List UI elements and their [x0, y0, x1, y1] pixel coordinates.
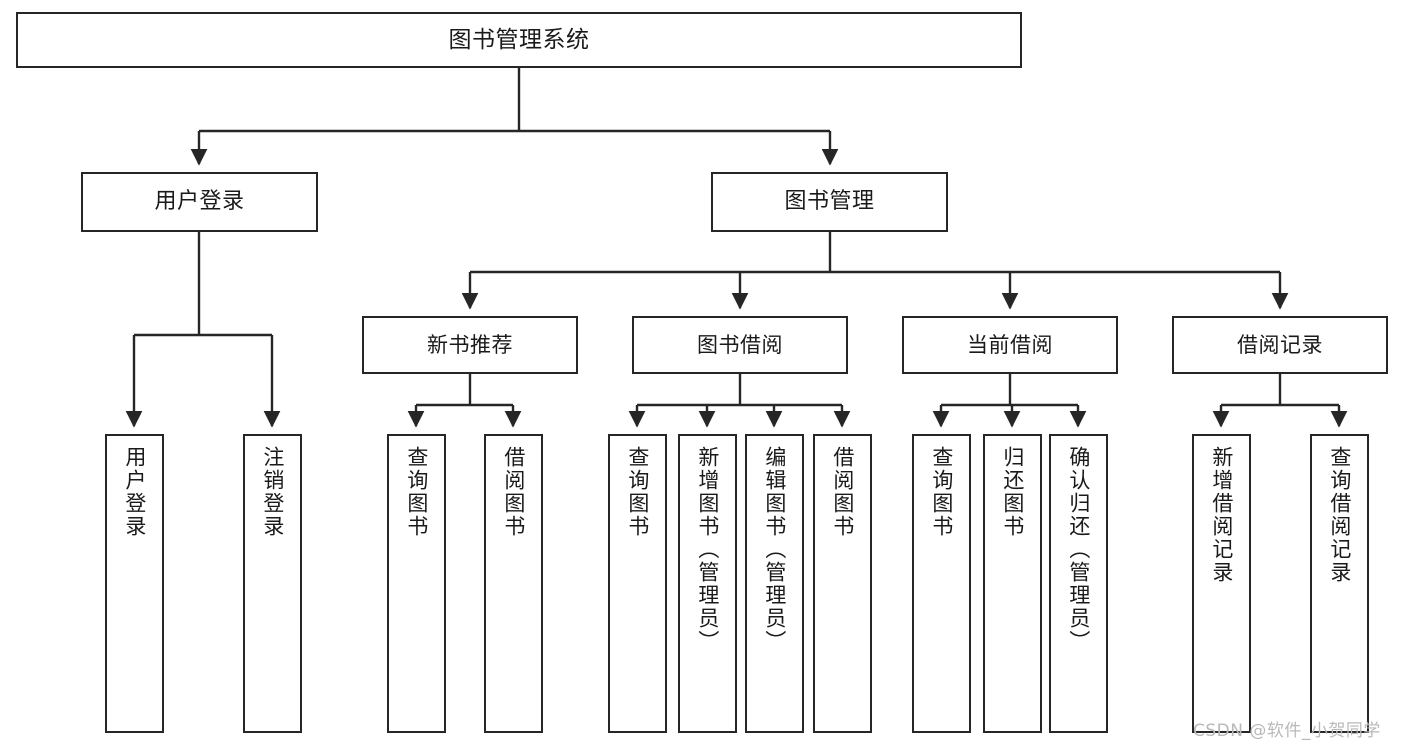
node-user-login-label: 用户登录 — [154, 189, 245, 215]
node-leaf-query-borrow-record[interactable]: 查询借阅记录 — [1310, 434, 1369, 733]
node-leaf-label: 查询图书 — [929, 446, 954, 538]
node-current-borrow-label: 当前借阅 — [967, 332, 1053, 357]
node-leaf-borrow-book[interactable]: 借阅图书 — [813, 434, 872, 733]
node-leaf-borrow-book-newbook[interactable]: 借阅图书 — [484, 434, 543, 733]
node-leaf-label: 借阅图书 — [501, 446, 526, 538]
node-leaf-label: 用户登录 — [122, 446, 147, 538]
node-leaf-label: 编辑图书（管理员） — [762, 446, 787, 653]
node-leaf-return-book[interactable]: 归还图书 — [983, 434, 1042, 733]
node-leaf-query-book-current[interactable]: 查询图书 — [912, 434, 971, 733]
node-leaf-add-book-admin[interactable]: 新增图书（管理员） — [678, 434, 737, 733]
node-root[interactable]: 图书管理系统 — [16, 12, 1022, 68]
node-leaf-label: 注销登录 — [260, 446, 285, 538]
node-leaf-query-book-newbook[interactable]: 查询图书 — [387, 434, 446, 733]
node-leaf-label: 新增借阅记录 — [1209, 446, 1234, 584]
watermark: CSDN @软件_小贺同学 — [1193, 721, 1381, 741]
node-leaf-label: 归还图书 — [1000, 446, 1025, 538]
node-book-management-label: 图书管理 — [784, 189, 875, 215]
node-leaf-label: 借阅图书 — [830, 446, 855, 538]
node-leaf-add-borrow-record[interactable]: 新增借阅记录 — [1192, 434, 1251, 733]
node-book-borrow-label: 图书借阅 — [697, 332, 783, 357]
node-leaf-label: 查询图书 — [404, 446, 429, 538]
node-book-borrow[interactable]: 图书借阅 — [632, 316, 848, 374]
node-leaf-edit-book-admin[interactable]: 编辑图书（管理员） — [745, 434, 804, 733]
node-leaf-confirm-return-admin[interactable]: 确认归还（管理员） — [1049, 434, 1108, 733]
node-borrow-record[interactable]: 借阅记录 — [1172, 316, 1388, 374]
node-leaf-label: 查询借阅记录 — [1327, 446, 1352, 584]
node-root-label: 图书管理系统 — [448, 26, 590, 53]
node-book-management[interactable]: 图书管理 — [711, 172, 948, 232]
node-leaf-label: 查询图书 — [625, 446, 650, 538]
node-borrow-record-label: 借阅记录 — [1237, 332, 1323, 357]
node-leaf-query-book-borrow[interactable]: 查询图书 — [608, 434, 667, 733]
node-leaf-logout[interactable]: 注销登录 — [243, 434, 302, 733]
node-leaf-user-login[interactable]: 用户登录 — [105, 434, 164, 733]
node-user-login[interactable]: 用户登录 — [81, 172, 318, 232]
node-leaf-label: 新增图书（管理员） — [695, 446, 720, 653]
node-new-book-recommend[interactable]: 新书推荐 — [362, 316, 578, 374]
node-leaf-label: 确认归还（管理员） — [1066, 446, 1091, 653]
node-new-book-recommend-label: 新书推荐 — [427, 332, 513, 357]
node-current-borrow[interactable]: 当前借阅 — [902, 316, 1118, 374]
